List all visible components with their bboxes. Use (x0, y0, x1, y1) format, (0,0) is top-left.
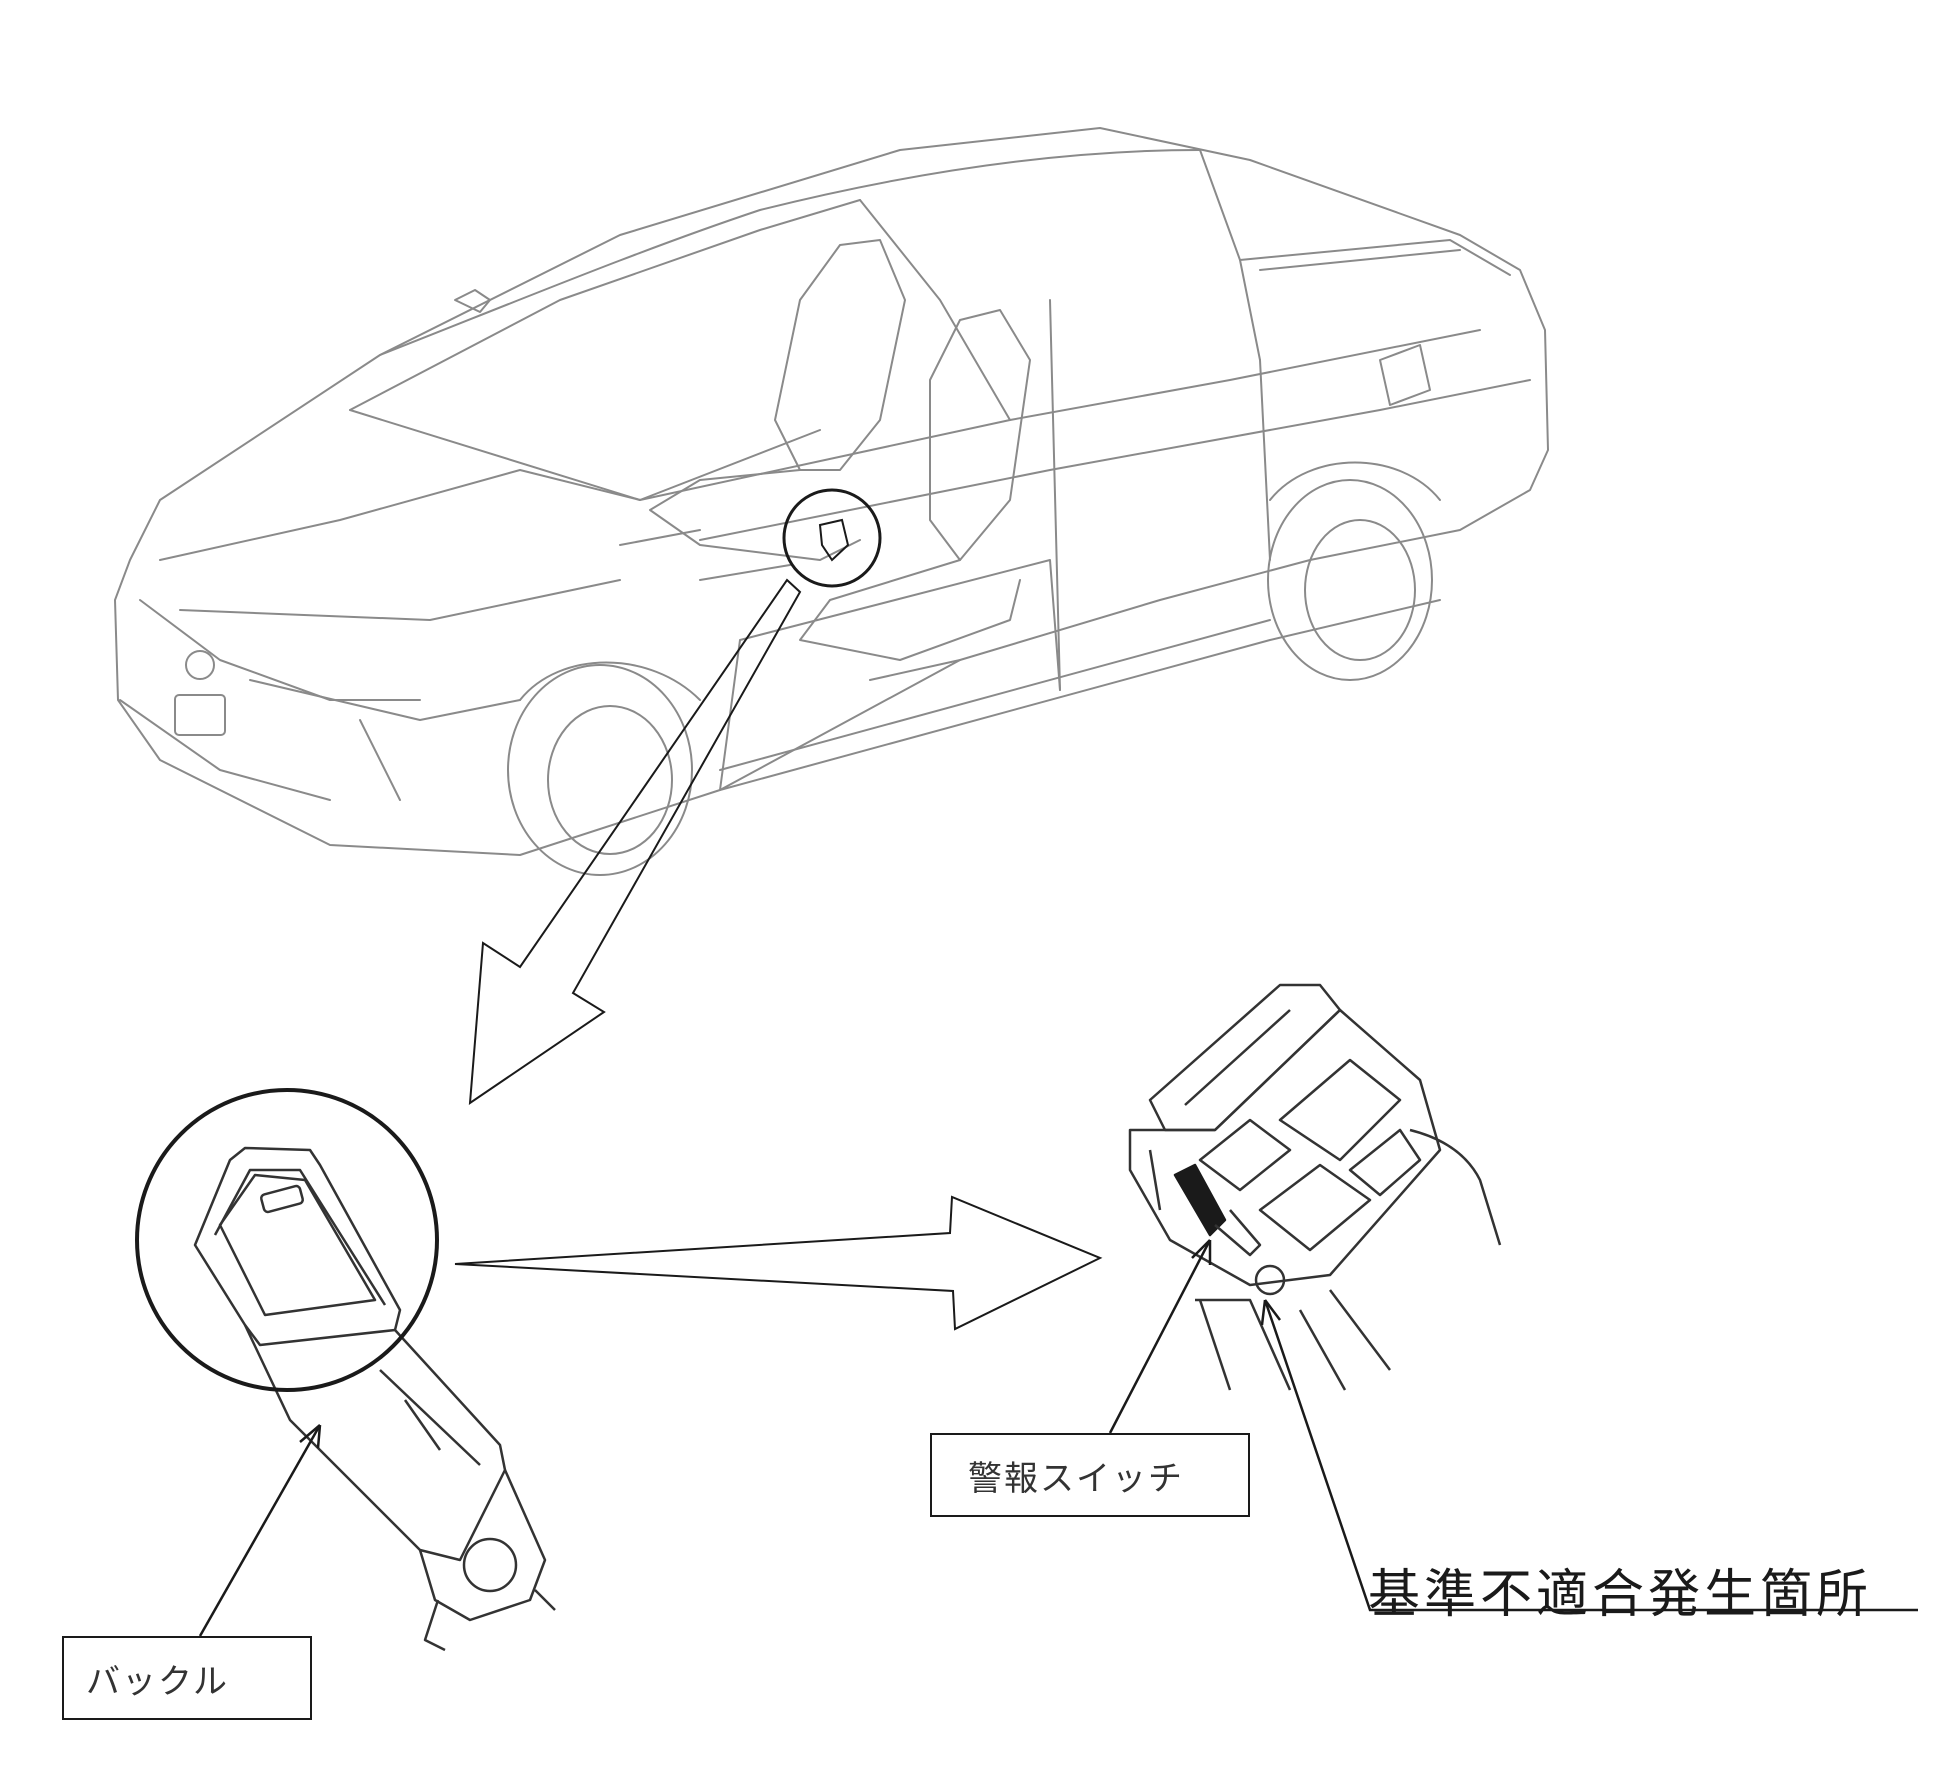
buckle-highlight-circle (135, 1088, 439, 1392)
buckle-label-box: バックル (62, 1636, 312, 1720)
car-buckle-highlight-circle (782, 488, 882, 588)
buckle-interior-illustration (1128, 983, 1502, 1391)
nonconformity-leader-arrowhead (1260, 1299, 1281, 1326)
buckle-label-text: バックル (86, 1661, 229, 1702)
buckle-leader-line (198, 1424, 322, 1637)
warning-switch-label-box: 警報スイッチ (930, 1433, 1250, 1517)
zoom-arrow-right (454, 1195, 1103, 1331)
warning-switch-leader-line (1108, 1239, 1212, 1434)
nonconformity-leader-line (1263, 1299, 1918, 1612)
nonconformity-location-label: 基準不適合発生箇所 (1368, 1565, 1873, 1625)
warning-switch-label-text: 警報スイッチ (968, 1458, 1184, 1499)
car-buckle-glyph (818, 518, 850, 562)
zoom-arrow-down (468, 578, 802, 1106)
warning-switch-leader-arrowhead (1191, 1239, 1212, 1265)
buckle-leader-arrowhead (299, 1424, 322, 1449)
buckle-illustration (193, 1146, 556, 1652)
car-illustration (114, 127, 1549, 876)
